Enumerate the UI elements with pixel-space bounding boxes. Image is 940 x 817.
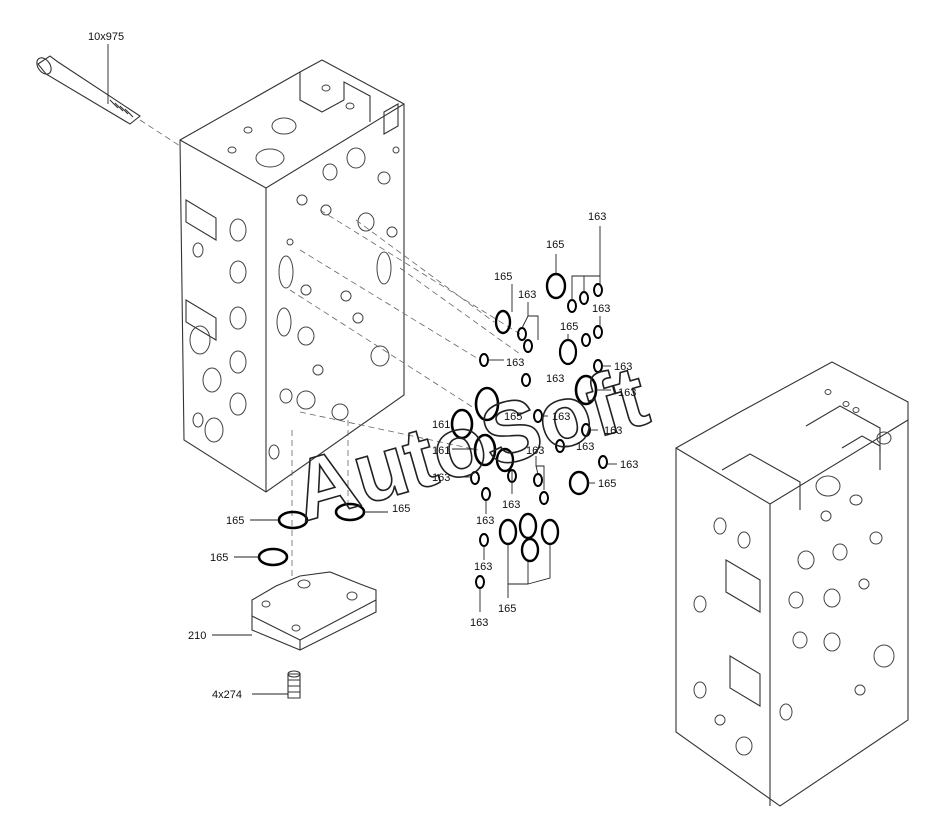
callout-163: 163: [474, 561, 492, 573]
callout-163: 163: [604, 425, 622, 437]
callout-163: 163: [546, 373, 564, 385]
valve-block-left: [179, 59, 521, 630]
callout-161: 161: [432, 419, 450, 431]
tie-bolt: [36, 55, 181, 147]
callout-161: 161: [432, 445, 450, 457]
leader-lines: [107, 44, 617, 695]
callout-plate: 210: [188, 630, 206, 642]
callout-165: 165: [504, 411, 522, 423]
callout-165: 165: [560, 321, 578, 333]
callout-bolt: 10x975: [88, 31, 124, 43]
callout-163: 163: [506, 357, 524, 369]
callout-163: 163: [502, 499, 520, 511]
o-rings: [257, 272, 608, 589]
callout-165: 165: [598, 478, 616, 490]
callout-163: 163: [588, 211, 606, 223]
callout-165: 165: [494, 271, 512, 283]
callout-163: 163: [552, 411, 570, 423]
callout-165: 165: [226, 515, 244, 527]
callout-165: 165: [498, 603, 516, 615]
callout-163: 163: [470, 617, 488, 629]
callout-163: 163: [432, 472, 450, 484]
cover-plate: [251, 571, 377, 651]
callout-163: 163: [620, 459, 638, 471]
callout-screw: 4x274: [212, 689, 242, 701]
callout-165: 165: [210, 552, 228, 564]
callout-163: 163: [518, 289, 536, 301]
callout-165: 165: [392, 503, 410, 515]
callout-163: 163: [618, 387, 636, 399]
callout-163: 163: [476, 515, 494, 527]
callout-labels: 10x975 165 165 165 210 4x274 165 165 163…: [88, 31, 638, 701]
callout-163: 163: [576, 441, 594, 453]
screw: [287, 670, 301, 699]
callout-163: 163: [614, 361, 632, 373]
valve-block-right: [675, 361, 909, 807]
callout-163: 163: [592, 303, 610, 315]
callout-163: 163: [526, 445, 544, 457]
callout-165: 165: [546, 239, 564, 251]
